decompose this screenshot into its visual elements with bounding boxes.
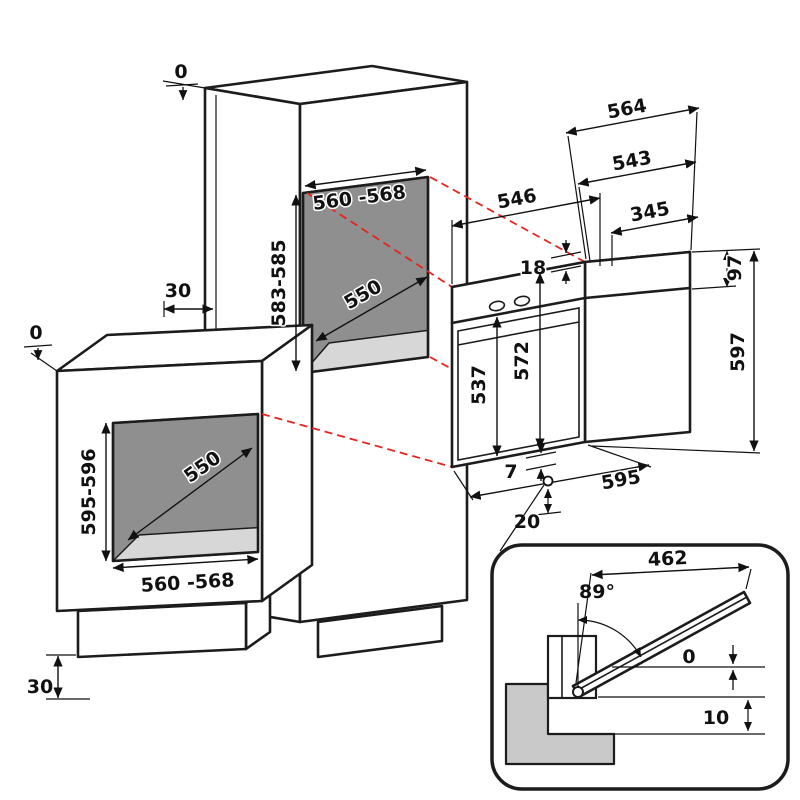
ext-line [691, 248, 761, 253]
oven-door-handle [457, 321, 580, 346]
oven-right-face [583, 250, 692, 444]
dim-tall-niche-height: 583-585 [268, 239, 290, 326]
dim-line [112, 554, 259, 573]
detail-leader-line [499, 484, 545, 552]
ext-line [525, 463, 557, 471]
dim-line [469, 462, 650, 500]
tall-cabinet-dimensions: 0 30 560 -568 583-585 550 [162, 60, 428, 372]
ext-line [534, 511, 562, 516]
detail-reference-circle [542, 475, 554, 487]
dim-oven-depth-upper: 546 [495, 185, 538, 214]
oven [450, 250, 692, 469]
ext-line [550, 265, 582, 273]
dim-base-niche-height: 595-596 [78, 448, 100, 535]
ext-line [165, 83, 199, 87]
dim-oven-top-height: 97 [724, 255, 746, 281]
oven-panel-line-front [450, 296, 587, 325]
oven-panel-line-side [583, 286, 692, 300]
base-niche-opening [111, 412, 260, 563]
ext-line [525, 451, 557, 459]
dim-line [315, 276, 428, 342]
dim-base-bottom-gap: 30 [27, 676, 53, 698]
detail-door-inner-line [575, 596, 748, 692]
dim-oven-height: 597 [727, 332, 749, 372]
door-detail-inset: 89° 462 0 10 [490, 543, 790, 791]
ext-line [575, 572, 592, 684]
oven-knob-right [513, 295, 531, 307]
dim-oven-depth-rear: 345 [628, 198, 671, 227]
projection-line-top-left [306, 192, 453, 288]
dim-detail-floor-gap: 10 [703, 707, 729, 729]
dim-detail-door-width: 462 [647, 547, 688, 571]
dim-detail-flush-gap: 0 [682, 646, 695, 668]
dim-line [451, 195, 601, 229]
oven-knob-left [488, 300, 506, 312]
dim-tall-rear-gap: 30 [165, 280, 191, 302]
ext-line [23, 344, 53, 348]
dim-oven-front-gap: 7 [504, 461, 517, 483]
ext-line [550, 251, 582, 259]
dim-line [127, 447, 253, 541]
dim-oven-bottom-gap: 20 [514, 511, 540, 533]
detail-hinge-pivot [572, 686, 584, 698]
dim-oven-front-height-inner: 537 [468, 365, 490, 405]
dim-oven-width: 595 [600, 466, 643, 495]
dim-line [591, 562, 750, 580]
projection-line-bottom-left [261, 413, 453, 468]
dim-line [304, 166, 427, 190]
dim-detail-opening-angle: 89° [579, 581, 615, 603]
base-cabinet-plinth [76, 601, 248, 659]
dim-tall-flush-top: 0 [174, 61, 187, 83]
ext-line [690, 111, 698, 251]
ext-line [567, 135, 587, 260]
ext-line [30, 352, 58, 372]
dim-base-flush-top: 0 [29, 322, 42, 344]
dim-line [577, 159, 697, 187]
base-cabinet-side-face [260, 323, 314, 603]
ext-line [691, 285, 737, 290]
tall-cabinet-plinth [316, 604, 444, 659]
detail-angle-arc [577, 615, 642, 658]
ext-line [591, 445, 761, 454]
dim-oven-trim: 18 [520, 257, 546, 279]
ext-line [578, 186, 591, 262]
dim-line [610, 214, 699, 236]
projection-line-top-right [429, 176, 586, 263]
dim-line [565, 105, 700, 136]
dim-oven-front-height: 572 [511, 341, 533, 381]
